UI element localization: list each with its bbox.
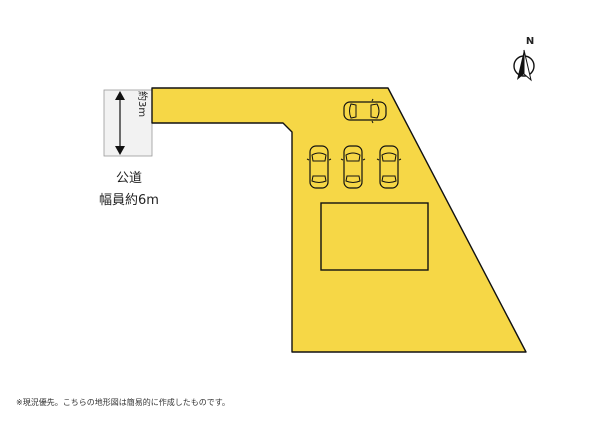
car-icon — [340, 145, 366, 189]
lot-shape — [151, 87, 527, 353]
north-letter: N — [526, 36, 534, 47]
frontage-strip — [103, 89, 153, 157]
parked-cars — [306, 98, 402, 189]
frontage-dimension-arrow — [115, 91, 125, 155]
car-icon — [376, 145, 402, 189]
car-icon — [306, 145, 332, 189]
building-outline — [320, 202, 429, 271]
frontage-width-label: 約3m — [136, 91, 149, 117]
road-label: 公道 — [116, 171, 142, 186]
north-compass-icon: N — [513, 36, 535, 82]
car-icon — [343, 98, 387, 124]
footnote: ※現況優先。こちらの地形図は簡易的に作成したものです。 — [16, 397, 230, 407]
road-width-label: 幅員約6m — [99, 193, 159, 208]
